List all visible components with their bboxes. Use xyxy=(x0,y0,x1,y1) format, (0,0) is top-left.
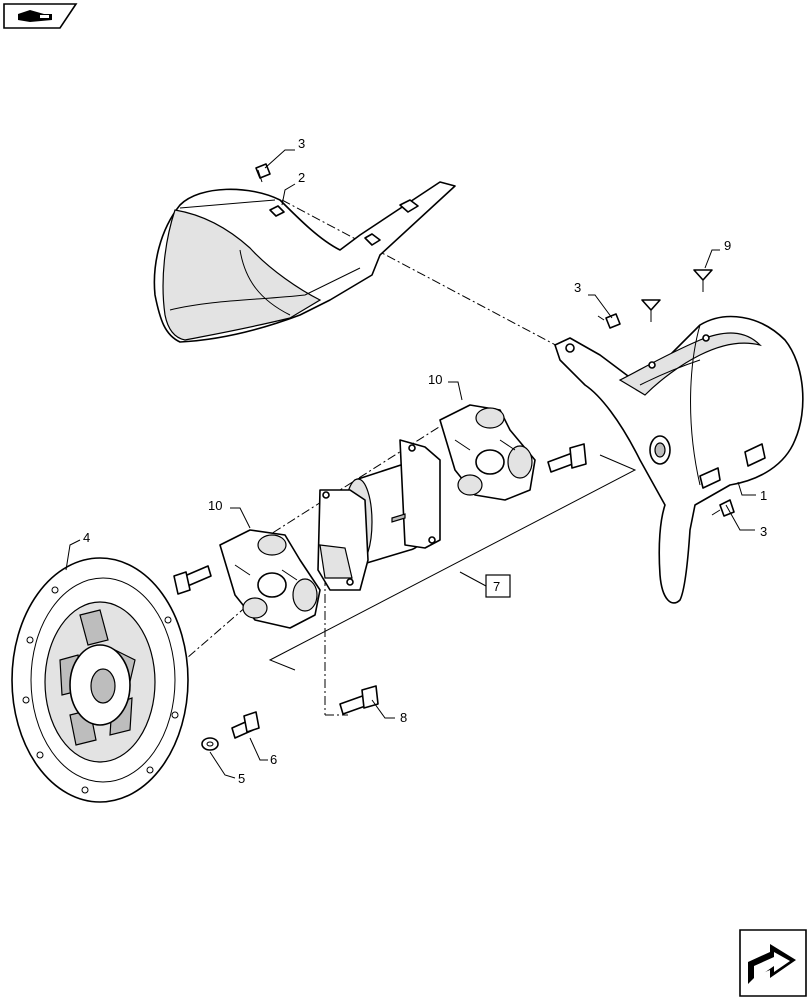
callout-10: 10 xyxy=(208,498,222,513)
countersunk-screw-a xyxy=(641,299,661,322)
callout-4: 4 xyxy=(83,530,90,545)
joint-bolt-upper xyxy=(547,443,587,473)
callout-6: 6 xyxy=(270,752,277,767)
callout-8: 8 xyxy=(400,710,407,725)
callout-5: 5 xyxy=(238,771,245,786)
callout-3: 3 xyxy=(298,136,305,151)
drive-housing xyxy=(554,315,804,604)
washer xyxy=(201,737,219,751)
callout-3: 3 xyxy=(760,524,767,539)
countersunk-screw-b xyxy=(693,269,713,292)
callout-7: 7 xyxy=(493,579,500,594)
bolt-upper-shield xyxy=(255,163,271,183)
drive-shaft xyxy=(317,439,441,591)
callout-10: 10 xyxy=(428,372,442,387)
next-page-arrow-icon[interactable] xyxy=(739,929,807,997)
lower-universal-joint xyxy=(219,529,321,629)
callout-7-box: 7 xyxy=(459,571,511,598)
joint-bolt-lower xyxy=(173,565,212,595)
upper-universal-joint xyxy=(439,404,536,501)
shaft-group-bracket xyxy=(268,454,637,671)
callout-9: 9 xyxy=(724,238,731,253)
coupling-plate xyxy=(11,557,189,803)
hand-pointer-icon[interactable] xyxy=(3,3,78,29)
callout-leaders xyxy=(65,149,756,779)
callout-1: 1 xyxy=(760,488,767,503)
bolt-housing-top xyxy=(597,313,621,329)
callout-2: 2 xyxy=(298,170,305,185)
callout-3: 3 xyxy=(574,280,581,295)
plate-bolt xyxy=(231,711,260,739)
bolt-housing-side xyxy=(711,499,735,517)
upper-shield xyxy=(153,181,456,343)
callout-labels: 3 2 3 9 10 10 1 3 4 8 6 5 xyxy=(83,136,767,786)
